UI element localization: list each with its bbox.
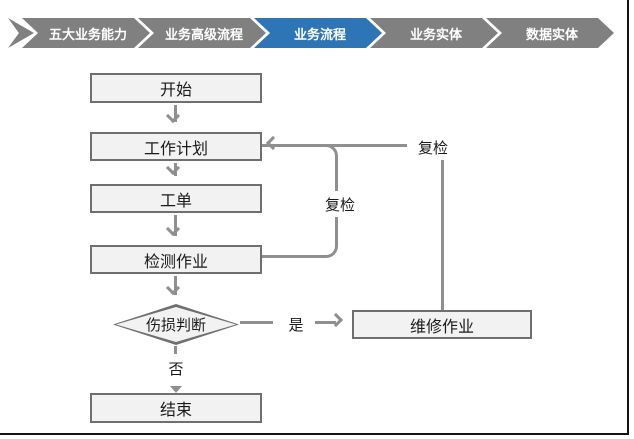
node-work-order: 工单 [90, 184, 262, 213]
node-start-label: 开始 [159, 80, 192, 99]
label-no-text: 否 [168, 359, 184, 378]
node-end: 结束 [90, 393, 262, 423]
arrow-plan-to-order [174, 163, 177, 176]
nav-step-label: 业务流程 [293, 27, 346, 43]
frame-right-line [627, 0, 629, 435]
nav-step-label: 五大业务能力 [48, 27, 127, 43]
label-yes: 是 [279, 312, 313, 336]
arrowhead-down-icon [165, 108, 181, 124]
node-work-plan-label: 工作计划 [143, 138, 208, 158]
node-start: 开始 [90, 73, 262, 103]
nav-step-business-process[interactable]: 业务流程 [254, 18, 382, 48]
arrow-inspect-to-judge [174, 276, 177, 295]
recheck-vline-repair [441, 146, 444, 310]
label-no: 否 [162, 356, 190, 380]
nav-step-advanced-process[interactable]: 业务高级流程 [138, 18, 266, 48]
arrowhead-down-icon [165, 280, 181, 296]
node-inspection-work: 检测作业 [90, 245, 262, 274]
label-yes-text: 是 [288, 315, 304, 334]
label-recheck-outer: 复检 [407, 134, 459, 160]
decision-damage-judgment-label: 伤损判断 [145, 316, 206, 334]
node-end-label: 结束 [159, 400, 192, 419]
nav-step-label: 业务实体 [409, 27, 462, 43]
process-step-nav: 五大业务能力 业务高级流程 业务流程 业务实体 数据实体 [8, 18, 614, 48]
node-work-plan: 工作计划 [90, 132, 262, 161]
label-recheck-inner: 复检 [317, 191, 363, 217]
nav-step-data-entity[interactable]: 数据实体 [486, 18, 614, 48]
arrow-judge-to-repair-seg2 [315, 321, 336, 324]
nav-step-label: 数据实体 [525, 27, 578, 43]
nav-step-business-entity[interactable]: 业务实体 [370, 18, 498, 48]
arrowhead-triangle-icon [170, 386, 182, 393]
nav-step-five-capabilities[interactable]: 五大业务能力 [22, 18, 150, 48]
label-recheck-inner-text: 复检 [324, 195, 355, 214]
node-repair-work: 维修作业 [352, 310, 532, 339]
arrow-start-to-plan [174, 105, 177, 122]
node-repair-work-label: 维修作业 [409, 316, 474, 336]
arrow-judge-to-repair-seg1 [240, 321, 273, 324]
decision-damage-judgment: 伤损判断 [113, 304, 239, 345]
arrowhead-right-icon [328, 312, 344, 328]
arrow-order-to-inspect [174, 215, 177, 236]
node-work-order-label: 工单 [159, 190, 192, 210]
label-recheck-outer-text: 复检 [417, 138, 448, 157]
arrowhead-down-icon [165, 221, 181, 237]
nav-step-label: 业务高级流程 [164, 27, 243, 43]
decision-damage-judgment-inner: 伤损判断 [116, 307, 236, 342]
recheck-return-hline [266, 144, 444, 147]
arrowhead-down-icon [165, 160, 181, 176]
node-inspection-work-label: 检测作业 [143, 251, 208, 271]
arrow-judge-to-end-stub [174, 346, 177, 354]
frame-bottom-line [0, 433, 629, 435]
